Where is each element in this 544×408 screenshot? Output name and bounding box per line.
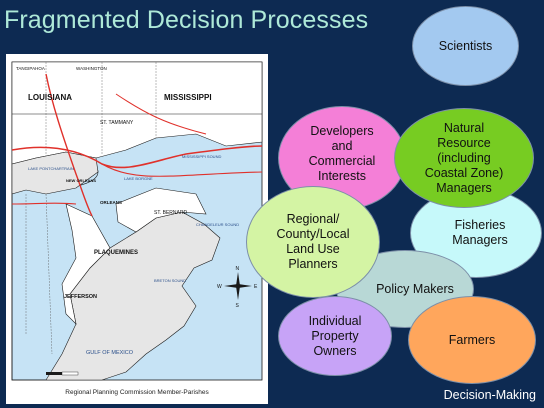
label-lake-borgne: LAKE BORGNE bbox=[124, 176, 153, 181]
property-owners-label: Individual Property Owners bbox=[308, 313, 362, 358]
property-owners-ellipse: Individual Property Owners bbox=[278, 296, 392, 376]
plaquemines-shape bbox=[61, 203, 111, 325]
compass-rose-icon: N S W E bbox=[217, 266, 258, 309]
scale-bar-icon bbox=[46, 371, 79, 376]
developers-label: Developers and Commercial Interests bbox=[308, 124, 376, 183]
decision-making-label: Decision-Making bbox=[443, 388, 536, 402]
regional-planners-label: Regional/ County/Local Land Use Planners bbox=[276, 212, 350, 271]
road-us90 bbox=[11, 202, 77, 205]
label-lake-pontchartrain: LAKE PONTCHARTRAIN bbox=[28, 166, 74, 171]
label-jefferson: JEFFERSON bbox=[64, 294, 97, 300]
label-washington: WASHINGTON bbox=[76, 66, 107, 71]
map-parishes-land bbox=[11, 151, 221, 381]
label-orleans: ORLEANS bbox=[100, 200, 122, 205]
natural-resource-label: Natural Resource (including Coastal Zone… bbox=[424, 120, 504, 195]
map-caption: Regional Planning Commission Member-Pari… bbox=[65, 389, 209, 396]
svg-text:S: S bbox=[236, 303, 240, 309]
farmers-label: Farmers bbox=[448, 332, 496, 347]
road-i59 bbox=[115, 93, 207, 135]
road-i55 bbox=[45, 73, 93, 217]
label-mississippi: MISSISSIPPI bbox=[164, 93, 212, 102]
label-louisiana: LOUISIANA bbox=[28, 93, 72, 102]
label-tangipahoa: TANGIPAHOA bbox=[16, 66, 45, 71]
st-bernard-shape bbox=[115, 187, 207, 233]
farmers-ellipse: Farmers bbox=[408, 296, 536, 384]
label-chandeleur-sound: CHANDELEUR SOUND bbox=[196, 222, 239, 227]
fisheries-label: Fisheries Managers bbox=[452, 218, 508, 247]
regional-map: LOUISIANA MISSISSIPPI TANGIPAHOA WASHING… bbox=[6, 54, 268, 404]
label-gulf-of-mexico: GULF OF MEXICO bbox=[86, 350, 134, 356]
map-graphic: LOUISIANA MISSISSIPPI TANGIPAHOA WASHING… bbox=[11, 61, 263, 381]
svg-text:E: E bbox=[254, 284, 258, 290]
label-plaquemines: PLAQUEMINES bbox=[94, 250, 138, 256]
road-i12 bbox=[101, 163, 263, 177]
road-i10 bbox=[11, 145, 263, 169]
policy-makers-label: Policy Makers bbox=[376, 281, 454, 296]
label-st-tammany: ST. TAMMANY bbox=[100, 120, 134, 126]
scientists-ellipse: Scientists bbox=[412, 6, 519, 86]
svg-text:N: N bbox=[236, 266, 240, 272]
slide-title: Fragmented Decision Processes bbox=[4, 6, 369, 34]
label-new-orleans: NEW ORLEANS bbox=[66, 178, 96, 183]
label-st-bernard: ST. BERNARD bbox=[154, 210, 187, 216]
label-mississippi-sound: MISSISSIPPI SOUND bbox=[182, 154, 221, 159]
svg-text:W: W bbox=[217, 284, 222, 290]
parish-lines-south bbox=[25, 193, 53, 355]
label-breton-sound: BRETON SOUND bbox=[154, 278, 186, 283]
regional-planners-ellipse: Regional/ County/Local Land Use Planners bbox=[246, 186, 380, 298]
scientists-label: Scientists bbox=[438, 38, 493, 53]
natural-resource-ellipse: Natural Resource (including Coastal Zone… bbox=[394, 108, 534, 208]
